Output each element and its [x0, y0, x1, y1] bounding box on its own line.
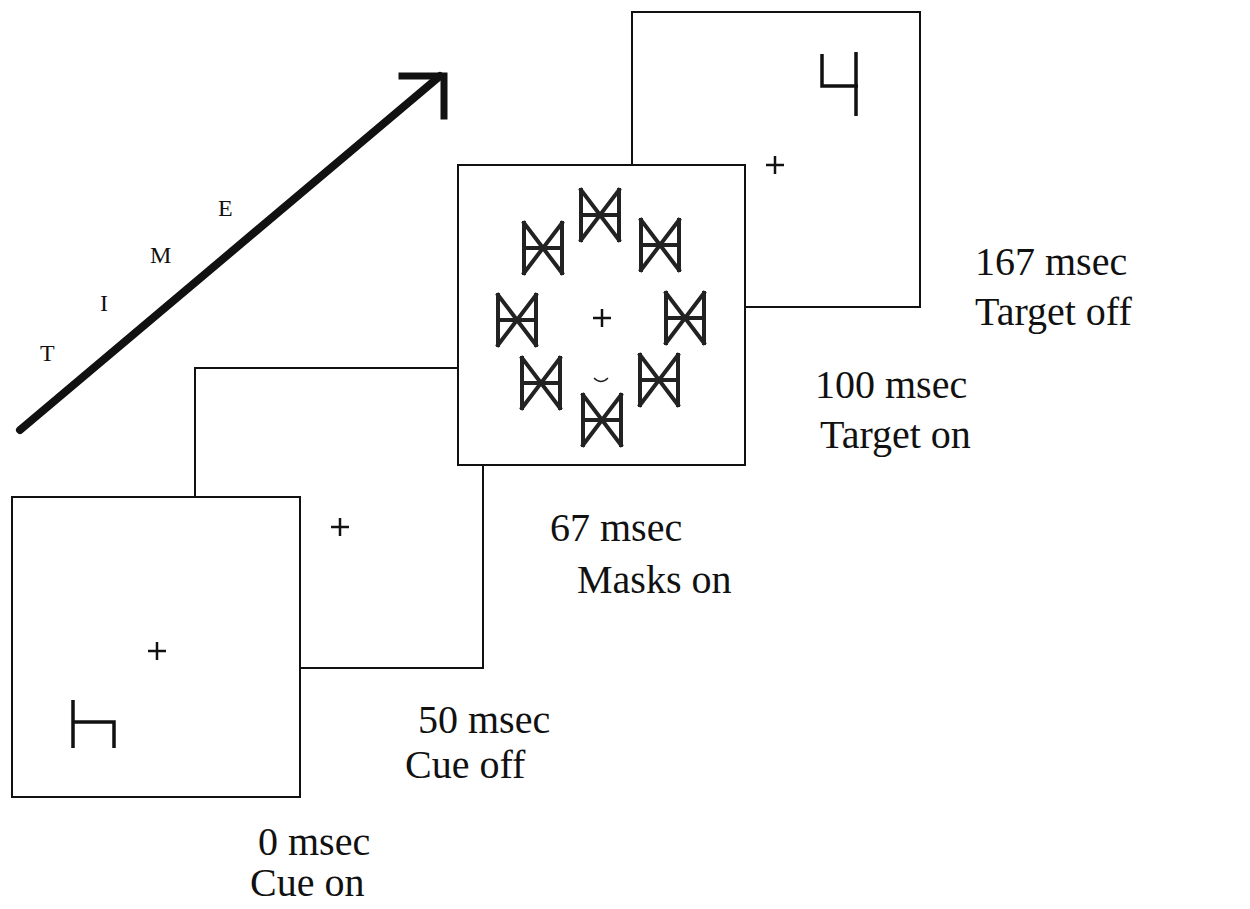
time-value: 50 msec	[418, 698, 550, 742]
time-value: 100 msec	[815, 363, 967, 407]
target-frame	[632, 12, 920, 307]
cue-frame	[12, 497, 300, 797]
fixation-cross	[148, 642, 166, 660]
mask-symbol	[583, 395, 621, 445]
time-letter: I	[100, 290, 108, 316]
event-name: Target off	[975, 290, 1132, 334]
event-name: Masks on	[577, 558, 731, 602]
cue-symbol	[73, 700, 114, 748]
mask-symbol	[641, 220, 679, 270]
mask-symbol	[498, 295, 536, 345]
mask-symbol	[640, 355, 678, 405]
event-name: Target on	[820, 413, 971, 457]
event-name: Cue off	[405, 743, 525, 787]
target-symbol	[822, 52, 858, 116]
time-value: 67 msec	[550, 506, 682, 550]
mask-frame	[458, 165, 745, 465]
time-letter: M	[150, 242, 171, 268]
time-value: 167 msec	[975, 240, 1127, 284]
fixation-cross	[766, 156, 784, 174]
fixation-cross	[331, 518, 349, 536]
time-arrow-head	[402, 76, 444, 116]
mask-symbol	[581, 190, 619, 240]
time-letter: E	[218, 195, 233, 221]
mask-symbol	[666, 293, 704, 343]
mask-mark	[594, 378, 608, 382]
time-letter: T	[40, 340, 55, 366]
time-value: 0 msec	[258, 820, 370, 864]
event-name: Cue on	[250, 861, 364, 905]
mask-symbol	[522, 358, 560, 408]
mask-symbol	[524, 223, 562, 273]
fixation-cross	[593, 309, 611, 327]
